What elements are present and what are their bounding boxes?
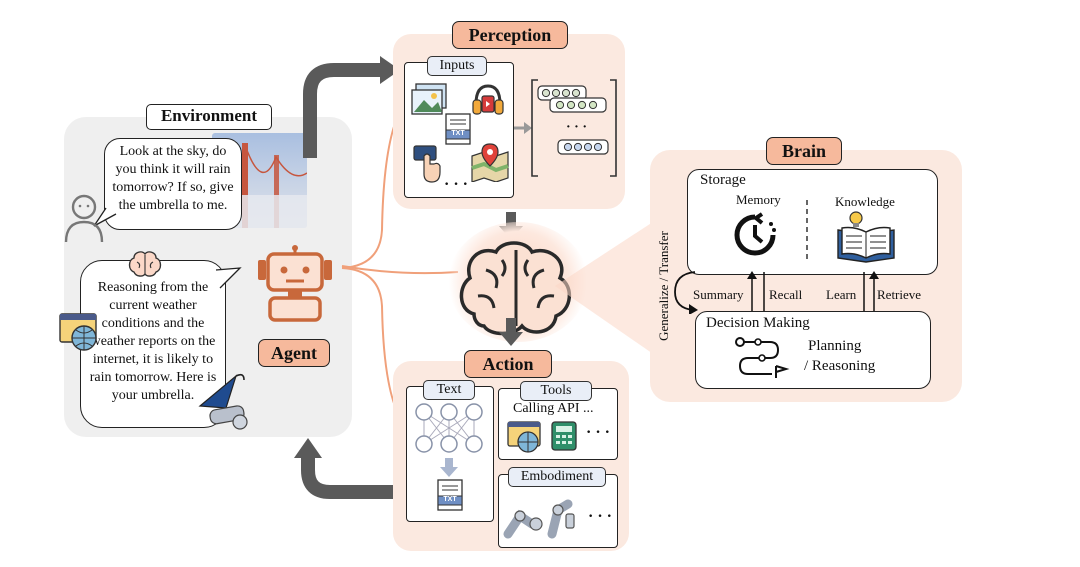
inputs-to-tokens-arrow [514,122,532,134]
tools-web-icon [507,421,541,453]
decision-making-box [695,311,931,389]
embodiment-more: · · · [588,508,613,525]
inputs-ellipsis: · · · [444,176,469,193]
question-bubble-tail [93,207,117,227]
tools-label: Tools [520,381,592,401]
reasoning-label: / Reasoning [804,358,876,374]
arrow-to-perception [303,56,400,158]
embodiment-label: Embodiment [508,467,606,487]
knowledge-book-icon [837,211,895,263]
learn-label: Learn [826,287,857,302]
planning-label: Planning [808,338,862,354]
storage-box [687,169,938,275]
generalize-loop-arrow [674,271,698,314]
decision-making-label: Decision Making [706,315,810,331]
summary-label: Summary [693,287,744,302]
calling-api-label: Calling API ... [513,401,594,416]
text-down-arrow [440,458,458,477]
recall-label: Recall [769,287,803,302]
map-icon [471,143,509,182]
token-embeddings [531,79,617,177]
web-globe-icon [59,313,97,351]
planning-flow-icon [735,337,790,378]
perception-title: Perception [452,21,568,49]
brain-to-action-arrow [499,318,523,346]
memory-clock-icon [734,212,776,256]
image-icon [411,83,447,115]
arrow-from-action [294,438,394,499]
person-icon [64,194,104,243]
question-text: Look at the sky, do you think it will ra… [112,144,234,213]
generalize-transfer-label: Generalize / Transfer [656,231,671,341]
text-output-txt-label: TXT [443,496,457,503]
storage-label: Storage [700,172,746,188]
umbrella-robot-arm-icon [198,373,248,430]
action-title: Action [464,350,552,378]
robot-arms-icon [503,499,575,539]
knowledge-label: Knowledge [835,194,895,209]
agent-label: Agent [258,339,330,367]
txt-document-label: TXT [451,130,465,137]
text-output-txt-icon [437,479,463,511]
storage-divider [806,200,808,262]
token-dots: · · · [566,120,588,135]
tools-more: · · · [586,424,611,441]
calculator-icon [551,421,577,451]
touch-icon [413,145,441,183]
headphones-icon [472,84,504,115]
text-label: Text [423,380,475,400]
brain-beam [555,218,659,358]
answer-bubble-tail [215,267,242,289]
answer-bubble: Reasoning from the current weather condi… [80,260,226,428]
brain-title: Brain [766,137,842,165]
agent-robot-icon [258,245,332,322]
inputs-label: Inputs [427,56,487,76]
question-bubble: Look at the sky, do you think it will ra… [104,138,242,230]
environment-title: Environment [146,104,272,130]
brain-icon [459,241,571,336]
neural-network-icon [415,403,483,453]
small-brain-icon [128,251,162,277]
answer-text: Reasoning from the current weather condi… [89,280,217,403]
retrieve-label: Retrieve [877,287,922,302]
memory-label: Memory [736,192,781,207]
txt-document-icon [445,113,471,145]
